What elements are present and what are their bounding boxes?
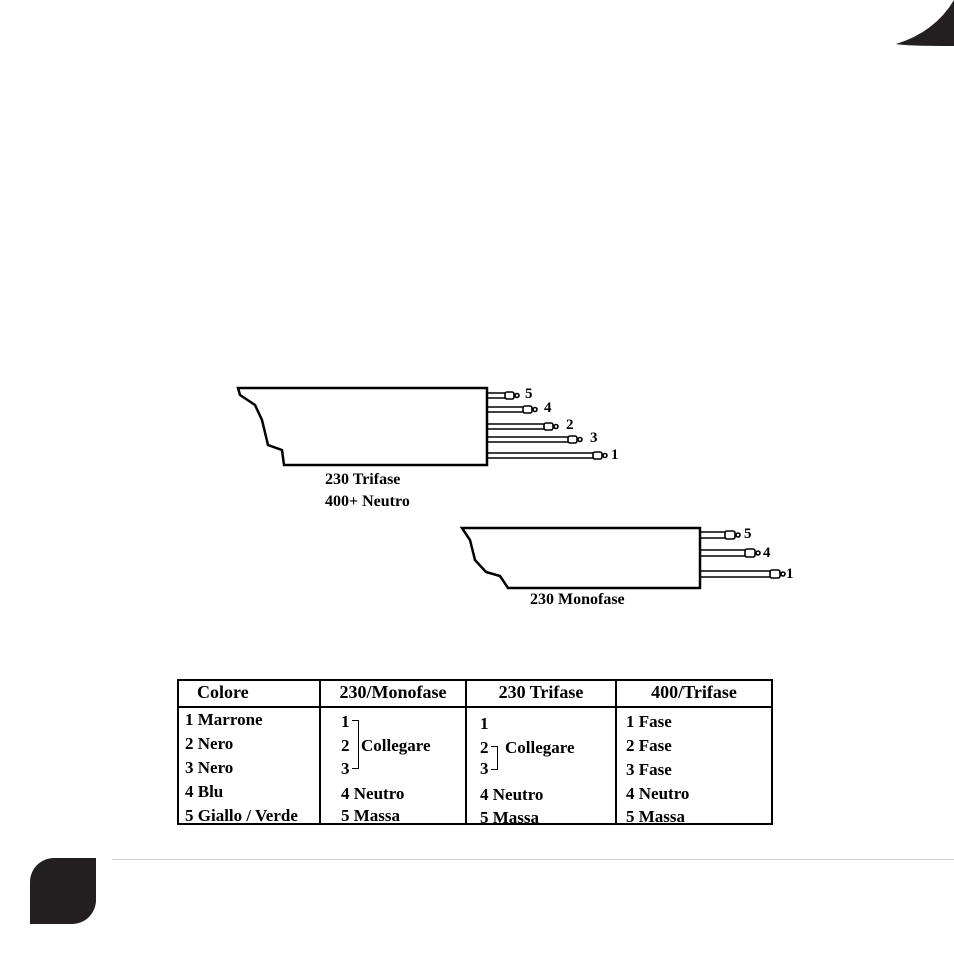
bracket (352, 720, 359, 769)
table-cell: 3 (480, 759, 489, 778)
wiring-table: Colore 230/Monofase 230 Trifase 400/Trif… (177, 679, 773, 827)
page-tab-marker (30, 858, 96, 924)
table-header-row: Colore 230/Monofase 230 Trifase 400/Trif… (179, 681, 771, 708)
cable-trifase-label-line2: 400+ Neutro (325, 493, 410, 510)
wire-number: 1 (611, 447, 619, 463)
table-cell: 4 Neutro (626, 784, 690, 803)
table-cell: 4 Neutro (341, 784, 405, 803)
footer-divider (112, 859, 954, 860)
table-cell: Collegare (505, 738, 575, 757)
header-colore: Colore (179, 681, 321, 706)
table-cell: 2 (341, 736, 350, 755)
table-cell: 5 Massa (480, 808, 540, 827)
wire-number: 4 (763, 545, 771, 561)
column-trifase-400: 1 Fase 2 Fase 3 Fase 4 Neutro 5 Massa (617, 708, 771, 826)
table-body: 1 Marrone 2 Nero 3 Nero 4 Blu 5 Giallo /… (179, 708, 771, 827)
cable-monofase-sheath (459, 526, 702, 590)
wire-number: 1 (786, 566, 794, 582)
cable-trifase-label-line1: 230 Trifase (325, 471, 401, 488)
table-cell: 1 (341, 712, 350, 731)
table-cell: 2 Nero (185, 734, 234, 753)
wire-number: 5 (525, 386, 533, 402)
table-cell: 4 Blu (185, 782, 224, 801)
header-monofase: 230/Monofase (321, 681, 467, 706)
table-cell: 2 Fase (626, 736, 672, 755)
cable-monofase-label: 230 Monofase (530, 591, 625, 608)
table-cell: Collegare (361, 736, 431, 755)
cable-trifase-sheath (236, 386, 489, 467)
column-monofase: 1 2 3 Collegare 4 Neutro 5 Massa (321, 708, 467, 825)
page-corner-curve (896, 0, 954, 46)
table-cell: 5 Giallo / Verde (185, 806, 298, 825)
column-colore: 1 Marrone 2 Nero 3 Nero 4 Blu 5 Giallo /… (179, 708, 321, 825)
cable-monofase-wires (700, 530, 786, 579)
table-cell: 3 Nero (185, 758, 234, 777)
wire-number: 5 (744, 526, 752, 542)
table-cell: 3 Fase (626, 760, 672, 779)
table-cell: 2 (480, 738, 489, 757)
header-trifase-230: 230 Trifase (467, 681, 617, 706)
wire-number: 4 (544, 400, 552, 416)
table-cell: 5 Massa (341, 806, 401, 825)
header-trifase-400: 400/Trifase (651, 682, 737, 702)
table-cell: 4 Neutro (480, 785, 544, 804)
table-cell: 3 (341, 759, 350, 778)
table-cell: 1 (480, 714, 489, 733)
bracket (491, 746, 498, 770)
wire-number: 3 (590, 430, 598, 446)
table-cell: 1 Marrone (185, 710, 263, 729)
table-cell: 1 Fase (626, 712, 672, 731)
table-cell: 5 Massa (626, 807, 686, 826)
wire-number: 2 (566, 417, 574, 433)
column-trifase-230: 1 2 3 Collegare 4 Neutro 5 Massa (467, 708, 617, 827)
cable-trifase-wires (487, 391, 608, 460)
